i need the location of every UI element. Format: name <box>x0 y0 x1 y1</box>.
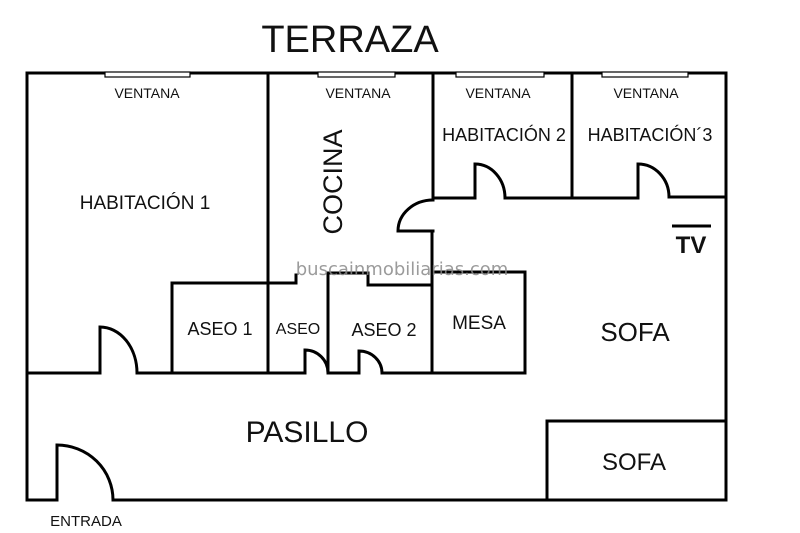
furniture-mesa: MESA <box>452 313 506 334</box>
window-1 <box>104 71 191 78</box>
room-aseo2: ASEO 2 <box>351 320 416 340</box>
door-habitacion2 <box>473 162 507 200</box>
window-4 <box>601 71 689 78</box>
door-habitacion3 <box>636 162 671 199</box>
door-cocina <box>396 198 435 233</box>
entrance-label: ENTRADA <box>50 513 122 530</box>
room-pasillo: PASILLO <box>246 416 369 449</box>
furniture-sofa-box: SOFA <box>602 449 666 476</box>
furniture-sofa: SOFA <box>600 317 670 347</box>
door-aseo <box>303 348 330 375</box>
tv-label: TV <box>676 232 707 259</box>
room-habitacion2: HABITACIÓN 2 <box>442 124 566 145</box>
window-3 <box>455 71 545 78</box>
windows <box>104 71 689 78</box>
watermark: buscainmobiliarias.com <box>296 259 509 280</box>
room-cocina: COCINA <box>318 129 348 234</box>
room-habitacion1: HABITACIÓN 1 <box>80 192 211 214</box>
door-entrada <box>55 443 115 502</box>
window-label: VENTANA <box>465 85 531 101</box>
door-aseo2 <box>357 349 384 375</box>
door-habitacion1 <box>98 325 139 375</box>
window-label: VENTANA <box>325 85 391 101</box>
room-aseo: ASEO <box>276 321 320 338</box>
room-aseo1: ASEO 1 <box>187 319 252 339</box>
window-label: VENTANA <box>114 85 180 101</box>
doors <box>55 162 671 502</box>
room-habitacion3: HABITACIÓN´3 <box>588 124 713 145</box>
terrace-label: TERRAZA <box>261 19 439 61</box>
window-label: VENTANA <box>613 85 679 101</box>
window-2 <box>317 71 396 78</box>
